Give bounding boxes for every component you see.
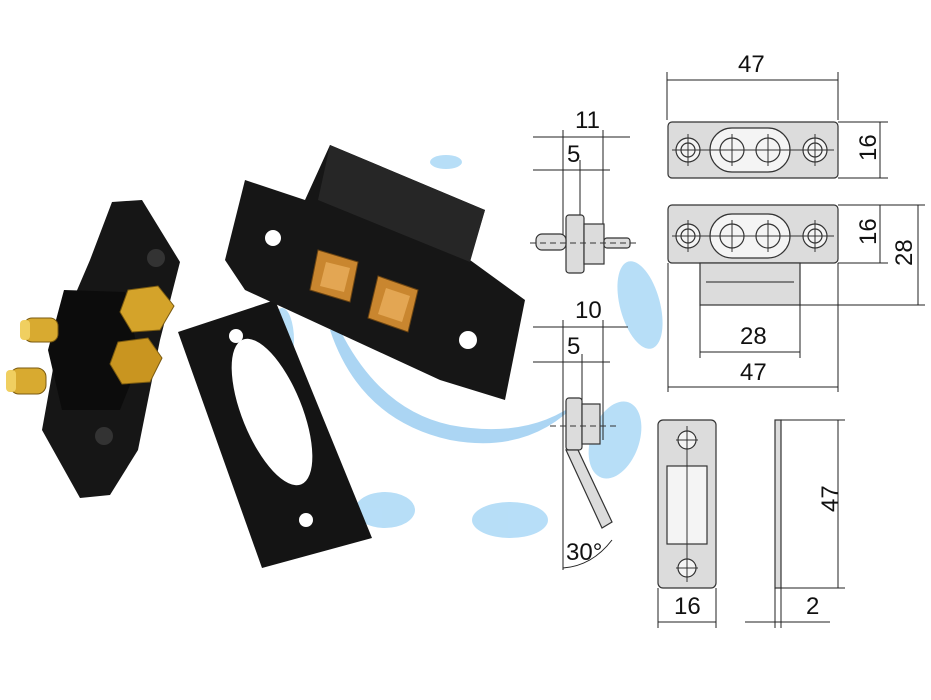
- dim-mid-inner-width: 28: [740, 323, 767, 350]
- dim-top-height: 16: [855, 134, 882, 161]
- dim-mid-height-28: 28: [891, 239, 918, 266]
- dim-angle: 30°: [566, 539, 602, 566]
- plate-views: 47 16 2: [657, 419, 845, 628]
- dim-top-width: 47: [738, 51, 765, 78]
- connector-socket-part: [225, 145, 525, 400]
- dim-plate-thickness: 2: [806, 593, 819, 620]
- top-view-strip: 47 16: [666, 51, 888, 179]
- side-view-top: 11 5: [530, 107, 640, 274]
- dim-side-top-inset: 5: [567, 141, 580, 168]
- front-view-socket: 16 28 28 47: [667, 204, 925, 392]
- dim-side-top-width: 11: [575, 107, 600, 134]
- dim-side-mid-inset: 5: [567, 333, 580, 360]
- dim-plate-height: 47: [817, 485, 844, 512]
- dim-side-mid-width: 10: [575, 297, 602, 324]
- dim-mid-width: 47: [740, 359, 767, 386]
- dim-plate-width: 16: [674, 593, 701, 620]
- side-view-angled: 10 5 30°: [533, 297, 628, 570]
- connector-pin-part: [6, 200, 180, 498]
- connector-cover-plate: [178, 300, 372, 568]
- dim-mid-height-16: 16: [855, 218, 882, 245]
